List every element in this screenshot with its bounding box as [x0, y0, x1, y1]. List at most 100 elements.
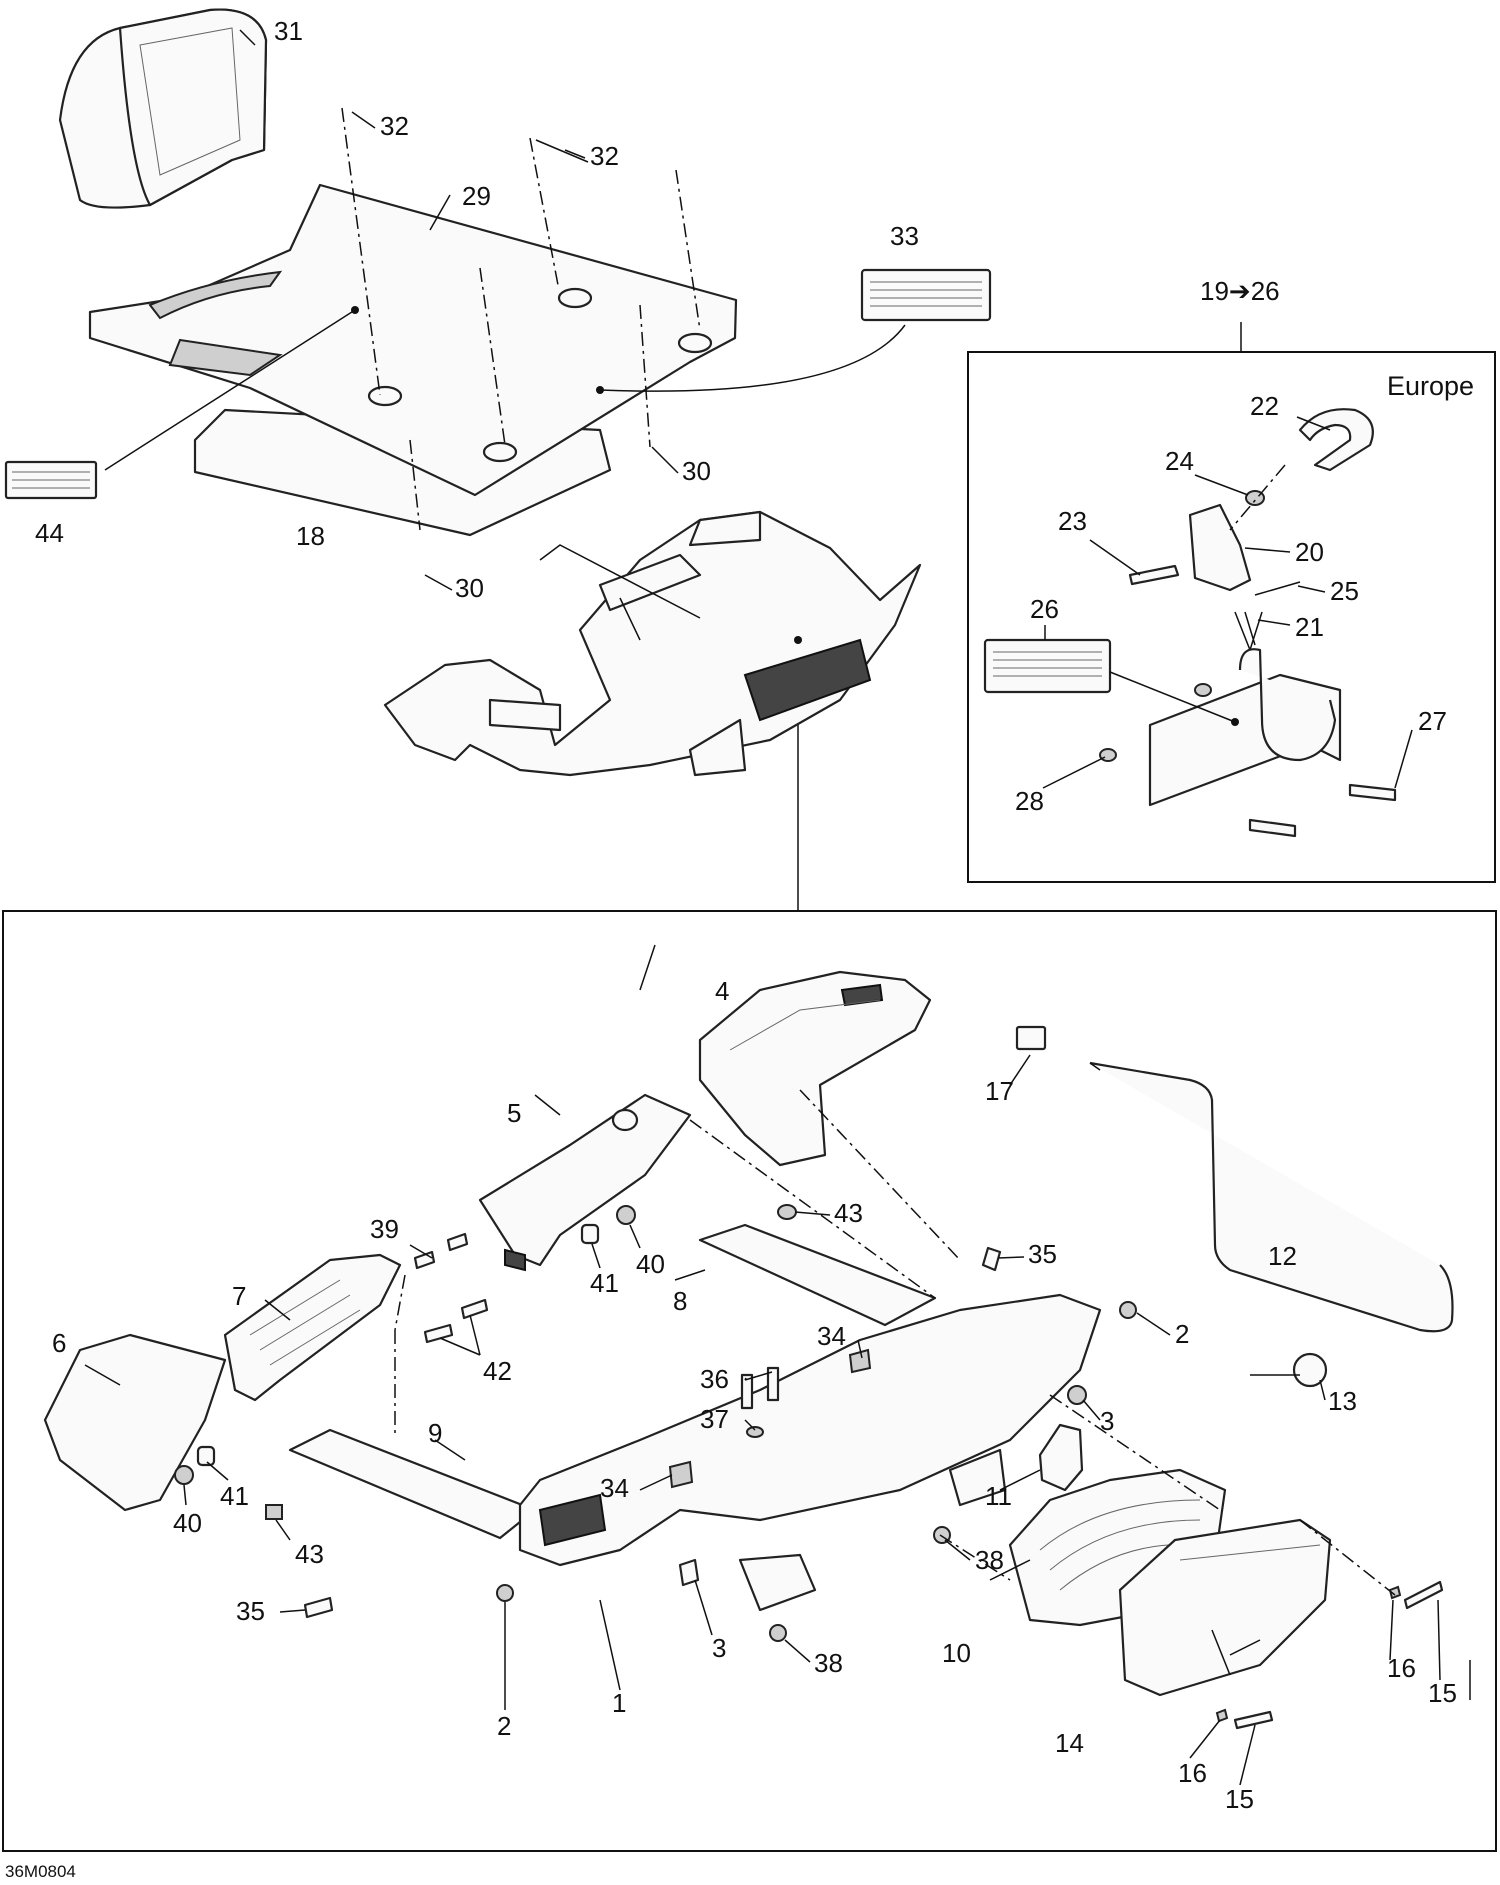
callout-34a: 34 — [817, 1321, 846, 1351]
callout-15a: 15 — [1428, 1678, 1457, 1708]
rack-assembly — [383, 510, 922, 777]
part-16-washer-bottom — [1215, 1708, 1229, 1723]
callout-16a: 16 — [1387, 1653, 1416, 1683]
callout-26: 26 — [1030, 594, 1059, 624]
part-2-screw-top — [1119, 1301, 1137, 1319]
callout-30b: 30 — [455, 573, 484, 603]
part-22-pin — [1298, 408, 1374, 472]
main-assembly-frame — [2, 910, 1497, 1852]
part-4-cap — [698, 970, 932, 1167]
callout-14: 14 — [1055, 1728, 1084, 1758]
callouts: 31 32 32 29 33 30 30 18 44 19➔26 Europe … — [5, 16, 1474, 1881]
region-label-europe: Europe — [1387, 371, 1474, 401]
callout-kit: 19➔26 — [1200, 276, 1280, 306]
part-41-spacer-bottom — [196, 1445, 216, 1467]
callout-37: 37 — [700, 1404, 729, 1434]
callout-23: 23 — [1058, 506, 1087, 536]
callout-35a: 35 — [1028, 1239, 1057, 1269]
part-20-block — [1188, 503, 1252, 592]
kit-inset-frame — [967, 351, 1496, 883]
callout-21: 21 — [1295, 612, 1324, 642]
part-1-main-cover — [518, 1293, 1102, 1612]
callout-42: 42 — [483, 1356, 512, 1386]
callout-40b: 40 — [173, 1508, 202, 1538]
part-12-harness — [1089, 1061, 1454, 1333]
part-23-bolt — [1128, 564, 1180, 586]
callout-44: 44 — [35, 518, 64, 548]
callout-43a: 43 — [834, 1198, 863, 1228]
part-39-screws — [413, 1232, 469, 1270]
callout-43b: 43 — [295, 1539, 324, 1569]
callout-12: 12 — [1268, 1241, 1297, 1271]
figure-code: 36M0804 — [5, 1862, 76, 1881]
part-44-decal — [4, 460, 98, 500]
part-21-clip — [1234, 611, 1263, 653]
callout-29: 29 — [462, 181, 491, 211]
part-42-bolts — [423, 1298, 489, 1344]
callout-35b: 35 — [236, 1596, 265, 1626]
callout-22: 22 — [1250, 391, 1279, 421]
part-31-cover — [58, 8, 268, 209]
assembly-dash-lines — [341, 107, 1396, 1596]
part-25-pin — [1254, 581, 1301, 596]
part-35-screw-top — [981, 1246, 1002, 1272]
callout-2b: 2 — [497, 1711, 511, 1741]
part-6-cap — [43, 1333, 227, 1512]
part-16-washer-top — [1388, 1585, 1402, 1600]
callout-40a: 40 — [636, 1249, 665, 1279]
part-8-rail — [698, 1223, 937, 1327]
callout-24: 24 — [1165, 446, 1194, 476]
callout-4: 4 — [715, 976, 729, 1006]
callout-27: 27 — [1418, 706, 1447, 736]
callout-32a: 32 — [380, 111, 409, 141]
callout-9: 9 — [428, 1418, 442, 1448]
callout-38a: 38 — [975, 1545, 1004, 1575]
part-40-nut-bottom — [174, 1465, 194, 1485]
part-38-nut-bottom — [769, 1624, 787, 1642]
part-15-screw-top — [1403, 1580, 1444, 1610]
callout-15b: 15 — [1225, 1784, 1254, 1814]
part-2-screw-bottom — [496, 1584, 514, 1602]
kit-hitch-bracket — [1099, 648, 1342, 807]
callout-38b: 38 — [814, 1648, 843, 1678]
part-27-bolt — [1348, 783, 1397, 802]
part-26-decal — [983, 638, 1112, 694]
callout-34b: 34 — [600, 1473, 629, 1503]
callout-10: 10 — [942, 1638, 971, 1668]
part-35-screw-bottom — [303, 1596, 334, 1619]
part-43-nut-bottom — [265, 1504, 283, 1520]
part-40-nut-top — [616, 1205, 636, 1225]
part-5-bracket — [478, 1093, 692, 1272]
part-7-bracket — [223, 1253, 402, 1402]
callout-2a: 2 — [1175, 1319, 1189, 1349]
callout-16b: 16 — [1178, 1758, 1207, 1788]
part-33-decal — [860, 268, 992, 322]
part-37-washers — [746, 1426, 764, 1438]
part-29-rack — [88, 183, 738, 497]
callout-20: 20 — [1295, 537, 1324, 567]
part-41-spacer-top — [580, 1223, 600, 1245]
part-27-bolt-lower — [1248, 818, 1297, 838]
part-17-connector — [1015, 1025, 1047, 1051]
callout-11: 11 — [985, 1481, 1012, 1511]
callout-31: 31 — [274, 16, 303, 46]
part-14-lens — [1118, 1518, 1332, 1697]
callout-41b: 41 — [220, 1481, 249, 1511]
part-34-clip-top — [848, 1348, 872, 1374]
callout-18: 18 — [296, 521, 325, 551]
callout-32b: 32 — [590, 141, 619, 171]
part-3-grommet-top — [1067, 1385, 1087, 1405]
callout-30a: 30 — [682, 456, 711, 486]
part-15-screw-bottom — [1233, 1710, 1274, 1730]
callout-1: 1 — [612, 1688, 626, 1718]
callout-33: 33 — [890, 221, 919, 251]
part-9-rail — [288, 1428, 537, 1540]
leader-lines — [84, 29, 1471, 1700]
callout-36: 36 — [700, 1364, 729, 1394]
callout-3a: 3 — [1100, 1406, 1114, 1436]
callout-3b: 3 — [712, 1633, 726, 1663]
callout-13: 13 — [1328, 1386, 1357, 1416]
part-3-grommet-bottom — [678, 1558, 700, 1587]
callout-17: 17 — [985, 1076, 1014, 1106]
